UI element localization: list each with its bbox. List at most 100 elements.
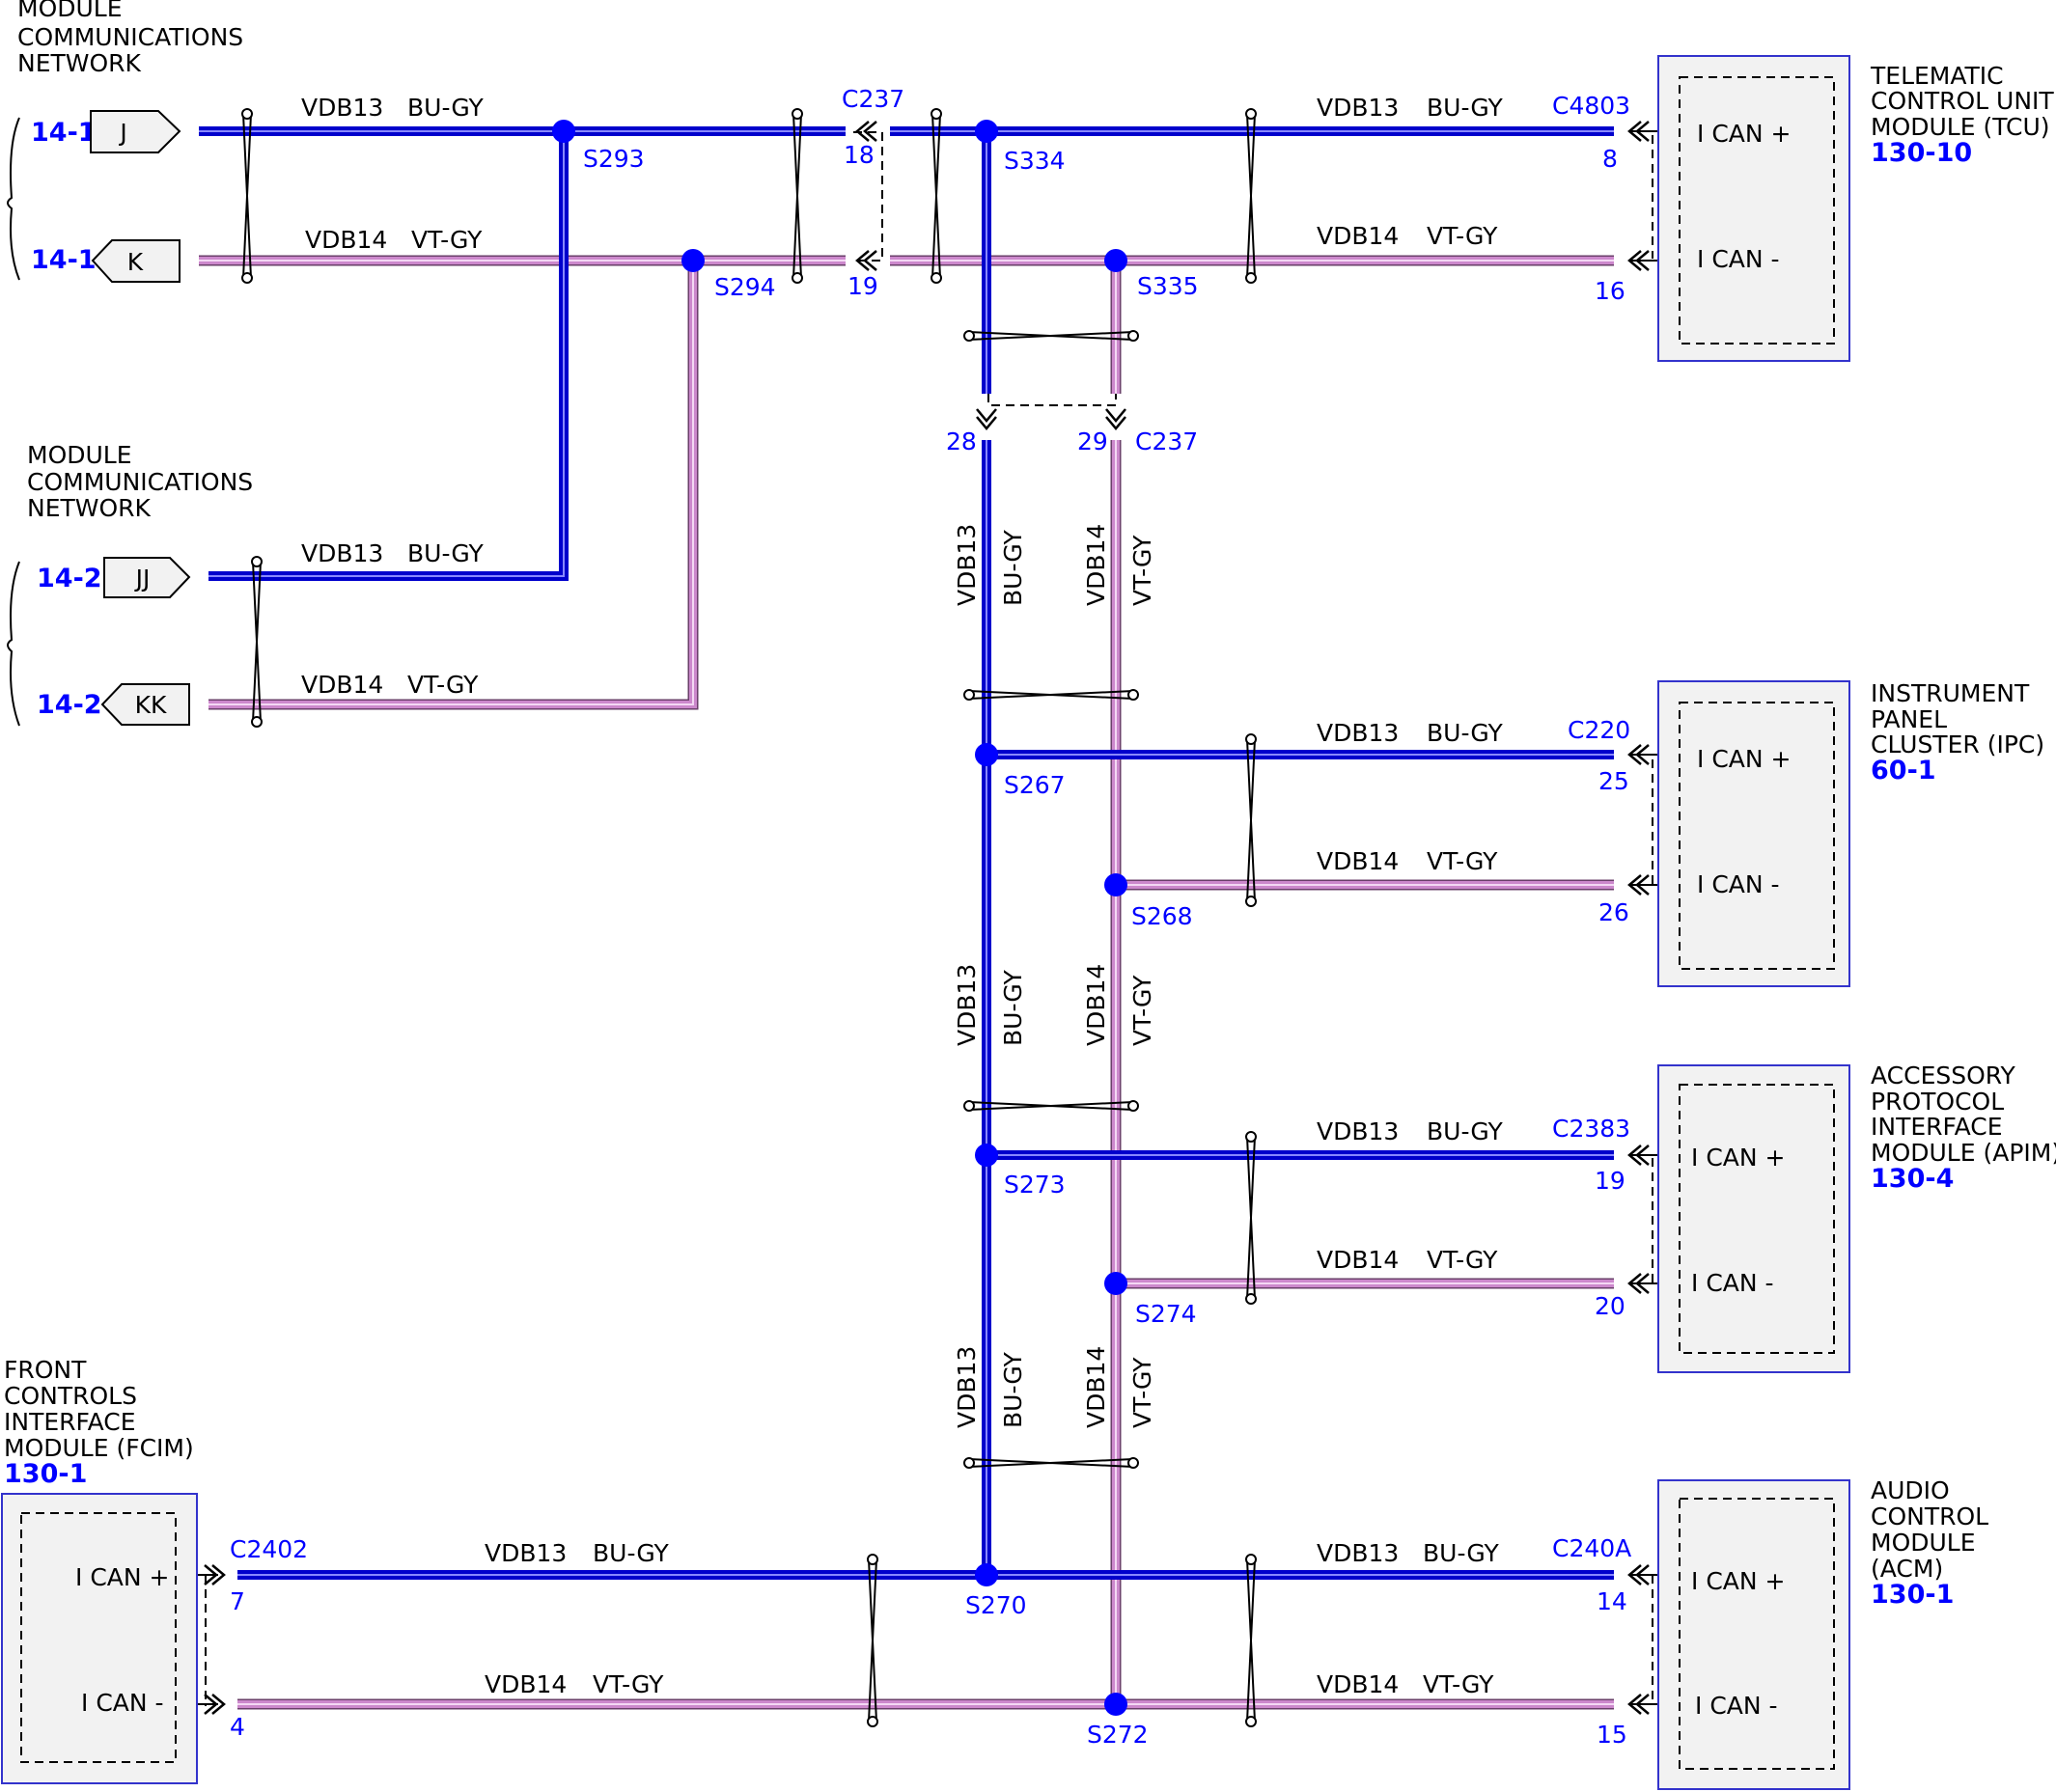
wire-label-vertical: VDB14 — [1082, 964, 1110, 1046]
splice-label-s335: S335 — [1137, 272, 1199, 300]
wire-label-circuit: VDB13 — [1317, 94, 1399, 122]
connector-label-c220: C220 — [1568, 716, 1630, 744]
acm-label-line4: (ACM) — [1871, 1555, 1943, 1583]
wire-label-vertical: VT-GY — [1128, 1357, 1156, 1428]
can-high-wire — [208, 131, 569, 581]
ipc-label-line2: PANEL — [1871, 705, 1947, 733]
fcim-module[interactable]: I CAN + I CAN - — [1, 1493, 198, 1784]
network-title-line3: NETWORK — [17, 49, 142, 77]
apim-ref: 130-4 — [1871, 1164, 1954, 1194]
bracket-icon — [7, 117, 20, 281]
wires-layer — [199, 126, 1614, 1710]
tcu-label-line3: MODULE (TCU) — [1871, 113, 2050, 141]
acm-label-line2: CONTROL — [1871, 1503, 1988, 1530]
twisted-pair-icon — [963, 1100, 1139, 1112]
acm-label-line3: MODULE — [1871, 1529, 1976, 1557]
arrows-layer — [172, 121, 1683, 1715]
pin-number: 25 — [1598, 767, 1629, 795]
wire-label-circuit: VDB13 — [1317, 1117, 1399, 1145]
ipc-module[interactable]: I CAN + I CAN - — [1657, 680, 1850, 987]
splice-labels: S293 S294 S334 S335 S267 S268 S273 S274 … — [583, 145, 1199, 1749]
acm-ref: 130-1 — [1871, 1580, 1954, 1610]
wire-label-color: BU-GY — [407, 94, 485, 122]
pin-number: 14 — [1597, 1587, 1627, 1615]
wire-label-vertical: VDB13 — [953, 964, 981, 1046]
acm-module[interactable]: I CAN + I CAN - — [1657, 1479, 1850, 1790]
wire-label-color: VT-GY — [1423, 1670, 1494, 1698]
pin-number: 20 — [1595, 1292, 1625, 1320]
connector-labels: C237 18 19 28 29 C237 C4803 8 16 C220 25… — [230, 85, 1631, 1749]
wire-label-color: VT-GY — [407, 671, 479, 699]
pin-number: 28 — [946, 427, 977, 455]
twisted-pair-icon — [1245, 733, 1257, 907]
twisted-pair-icon — [963, 1457, 1139, 1469]
twisted-pair-icon — [251, 556, 263, 728]
tcu-pin-can-minus: I CAN - — [1697, 245, 1780, 273]
pin-number: 19 — [1595, 1167, 1625, 1195]
splice-dot — [975, 1144, 998, 1167]
connector-shells — [205, 131, 1653, 1706]
wire-label-vertical: BU-GY — [999, 529, 1027, 606]
splice-label-s334: S334 — [1004, 147, 1066, 175]
connector-jj-shape — [103, 557, 191, 598]
wire-label-vertical: VT-GY — [1128, 535, 1156, 606]
wire-label-vertical: VDB13 — [953, 524, 981, 606]
network2-title-line3: NETWORK — [27, 494, 152, 522]
ipc-label-line3: CLUSTER (IPC) — [1871, 731, 2044, 758]
wire-label-vertical: VDB13 — [953, 1346, 981, 1428]
wire-label-circuit: VDB14 — [1317, 1246, 1399, 1274]
wire-label-circuit: VDB14 — [485, 1670, 567, 1698]
pin-number: 4 — [230, 1713, 245, 1741]
tcu-module[interactable]: I CAN + I CAN - — [1657, 55, 1850, 362]
connector-k-shape — [91, 239, 181, 283]
network-title-line2: COMMUNICATIONS — [17, 23, 243, 51]
apim-label-line2: PROTOCOL — [1871, 1088, 2004, 1116]
fcim-label-line3: INTERFACE — [4, 1408, 136, 1436]
network-title-line1: MODULE — [17, 0, 123, 22]
wire-label-color: BU-GY — [407, 539, 485, 567]
acm-label: AUDIO CONTROL MODULE (ACM) 130-1 — [1871, 1476, 1988, 1610]
wire-label-circuit: VDB14 — [1317, 1670, 1399, 1698]
pin-number: 18 — [844, 141, 875, 169]
apim-label: ACCESSORY PROTOCOL INTERFACE MODULE (API… — [1871, 1061, 2056, 1194]
splice-label-s267: S267 — [1004, 771, 1066, 799]
fcim-label-line2: CONTROLS — [4, 1382, 137, 1410]
wire-label-vertical: BU-GY — [999, 1351, 1027, 1428]
fcim-label-line4: MODULE (FCIM) — [4, 1434, 194, 1462]
twisted-pair-icon — [1245, 1131, 1257, 1305]
connector-label-c2402: C2402 — [230, 1535, 308, 1563]
splice-label-s270: S270 — [965, 1591, 1027, 1619]
wire-label-color: VT-GY — [1427, 222, 1498, 250]
apim-module[interactable]: I CAN + I CAN - — [1657, 1064, 1850, 1373]
connector-label-c240a: C240A — [1552, 1534, 1631, 1562]
fcim-ref: 130-1 — [4, 1459, 87, 1489]
network2-title-line1: MODULE — [27, 441, 132, 469]
wire-label-color: VT-GY — [411, 226, 483, 254]
wire-label-circuit: VDB13 — [301, 94, 383, 122]
connector-kk-label: KK — [135, 691, 167, 719]
wire-label-circuit: VDB13 — [1317, 1539, 1399, 1567]
wire-label-color: BU-GY — [593, 1539, 670, 1567]
splice-dot — [975, 743, 998, 766]
splice-dot — [975, 1563, 998, 1586]
connector-j-shape — [90, 110, 181, 153]
connector-label-c237: C237 — [1135, 427, 1198, 455]
tcu-label-line1: TELEMATIC — [1870, 62, 2004, 90]
can-low-wire-edge — [208, 261, 699, 710]
ipc-label-line1: INSTRUMENT — [1871, 679, 2030, 707]
wire-label-circuit: VDB13 — [1317, 719, 1399, 747]
wire-label-vertical: VDB14 — [1082, 524, 1110, 606]
wire-label-vertical: VDB14 — [1082, 1346, 1110, 1428]
wire-label-circuit: VDB13 — [301, 539, 383, 567]
wire-label-color: VT-GY — [593, 1670, 664, 1698]
can-low-wire — [208, 261, 697, 708]
pin-arrow-icon — [976, 408, 997, 430]
connector-jj-label: JJ — [134, 565, 151, 593]
pin-number: 26 — [1598, 898, 1629, 926]
splice-dot — [975, 120, 998, 143]
acm-pin-can-minus: I CAN - — [1695, 1692, 1778, 1720]
twisted-pair-icon — [867, 1554, 878, 1727]
pin-number: 19 — [847, 272, 878, 300]
twisted-pair-icon — [931, 108, 942, 284]
ipc-pin-can-plus: I CAN + — [1697, 745, 1791, 773]
